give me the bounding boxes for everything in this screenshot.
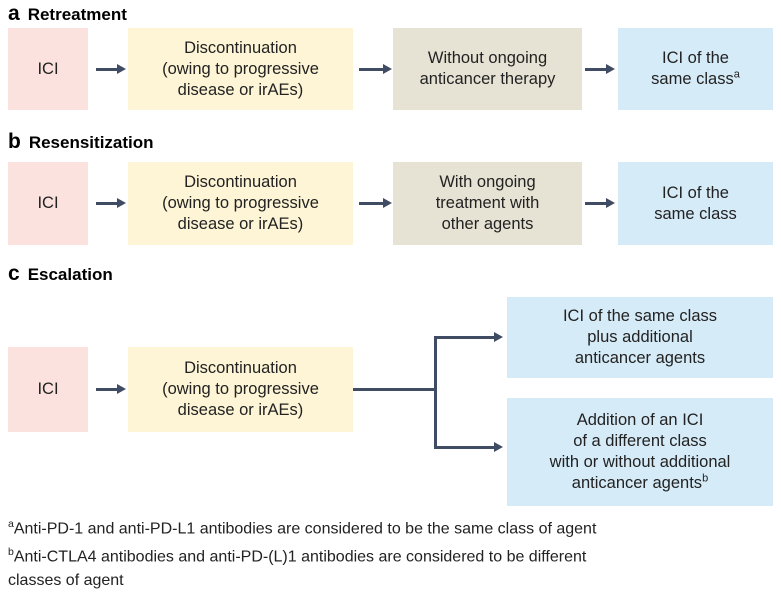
panel-b-arrow-1	[96, 198, 126, 208]
panel-a-discontinuation-label: Discontinuation (owing to progressive di…	[162, 38, 319, 99]
panel-c-outcome-top-box: ICI of the same class plus additional an…	[507, 297, 773, 378]
panel-a-ici-label: ICI	[37, 59, 59, 78]
panel-a-outcome-superscript: a	[733, 68, 740, 81]
panel-a-arrow-2	[359, 63, 392, 74]
panel-a-discontinuation-box: Discontinuation (owing to progressive di…	[128, 28, 353, 110]
panel-c-discontinuation-label: Discontinuation (owing to progressive di…	[162, 359, 319, 419]
panel-a-status-box: Without ongoing anticancer therapy	[393, 28, 582, 110]
panel-b-status-label: With ongoing treatment with other agents	[435, 173, 540, 233]
panel-a-status-label: Without ongoing anticancer therapy	[419, 49, 556, 88]
panel-c-discontinuation-box: Discontinuation (owing to progressive di…	[128, 347, 353, 432]
panel-b-status-box: With ongoing treatment with other agents	[393, 162, 582, 245]
panel-c-ici-label: ICI	[37, 380, 59, 398]
panel-c-branch-stem-line	[353, 388, 436, 391]
panel-a-ici-box: ICI	[8, 28, 88, 110]
panel-b-ici-label: ICI	[37, 194, 59, 212]
panel-b-arrow-3	[585, 198, 615, 208]
panel-c-outcome-top-label: ICI of the same class plus additional an…	[562, 307, 718, 367]
footnote-b-text: Anti-CTLA4 antibodies and anti-PD-(L)1 a…	[8, 548, 587, 589]
panel-c-branch-arrow-top	[435, 332, 503, 342]
panel-a-outcome-box: ICI of the same classa	[618, 28, 773, 110]
panel-b-arrow-2	[359, 198, 392, 208]
panel-c-letter: c	[8, 262, 20, 285]
panel-a-arrow-1	[96, 63, 126, 74]
footnote-a-text: Anti-PD-1 and anti-PD-L1 antibodies are …	[13, 520, 597, 538]
panel-c-outcome-bottom-box: Addition of an ICI of a different class …	[507, 398, 773, 506]
panel-b-outcome-box: ICI of the same class	[618, 162, 773, 245]
panel-b-outcome-label: ICI of the same class	[654, 183, 737, 223]
panel-b-discontinuation-label: Discontinuation (owing to progressive di…	[162, 173, 319, 233]
panel-b-letter: b	[8, 130, 21, 153]
footnotes: aAnti-PD-1 and anti-PD-L1 antibodies are…	[8, 513, 778, 592]
panel-c-outcome-bottom-label: Addition of an ICI of a different class …	[549, 411, 731, 492]
panel-c-branch-vertical-line	[433, 336, 437, 449]
panel-b-ici-box: ICI	[8, 162, 88, 245]
panel-b-header: b Resensitization	[8, 130, 154, 154]
footnote-a: aAnti-PD-1 and anti-PD-L1 antibodies are…	[8, 513, 778, 541]
footnote-a-marker: a	[8, 518, 14, 530]
panel-a-header: a Retreatment	[8, 2, 127, 26]
panel-c-title: Escalation	[27, 265, 113, 284]
panel-a-letter: a	[8, 2, 20, 25]
panel-b-title: Resensitization	[28, 133, 154, 152]
panel-a-arrow-3	[585, 63, 615, 74]
footnote-b-marker: b	[8, 545, 14, 558]
footnote-b: bAnti-CTLA4 antibodies and anti-PD-(L)1 …	[8, 541, 778, 592]
panel-c-branch-arrow-bottom	[435, 442, 503, 452]
panel-a-title: Retreatment	[27, 5, 127, 24]
panel-c-header: c Escalation	[8, 262, 113, 286]
panel-c-ici-box: ICI	[8, 347, 88, 432]
panel-b-discontinuation-box: Discontinuation (owing to progressive di…	[128, 162, 353, 245]
panel-c-arrow-1	[96, 384, 126, 394]
panel-a-outcome-label: ICI of the same classa	[651, 49, 740, 88]
panel-c-outcome-bottom-superscript: b	[702, 472, 709, 485]
